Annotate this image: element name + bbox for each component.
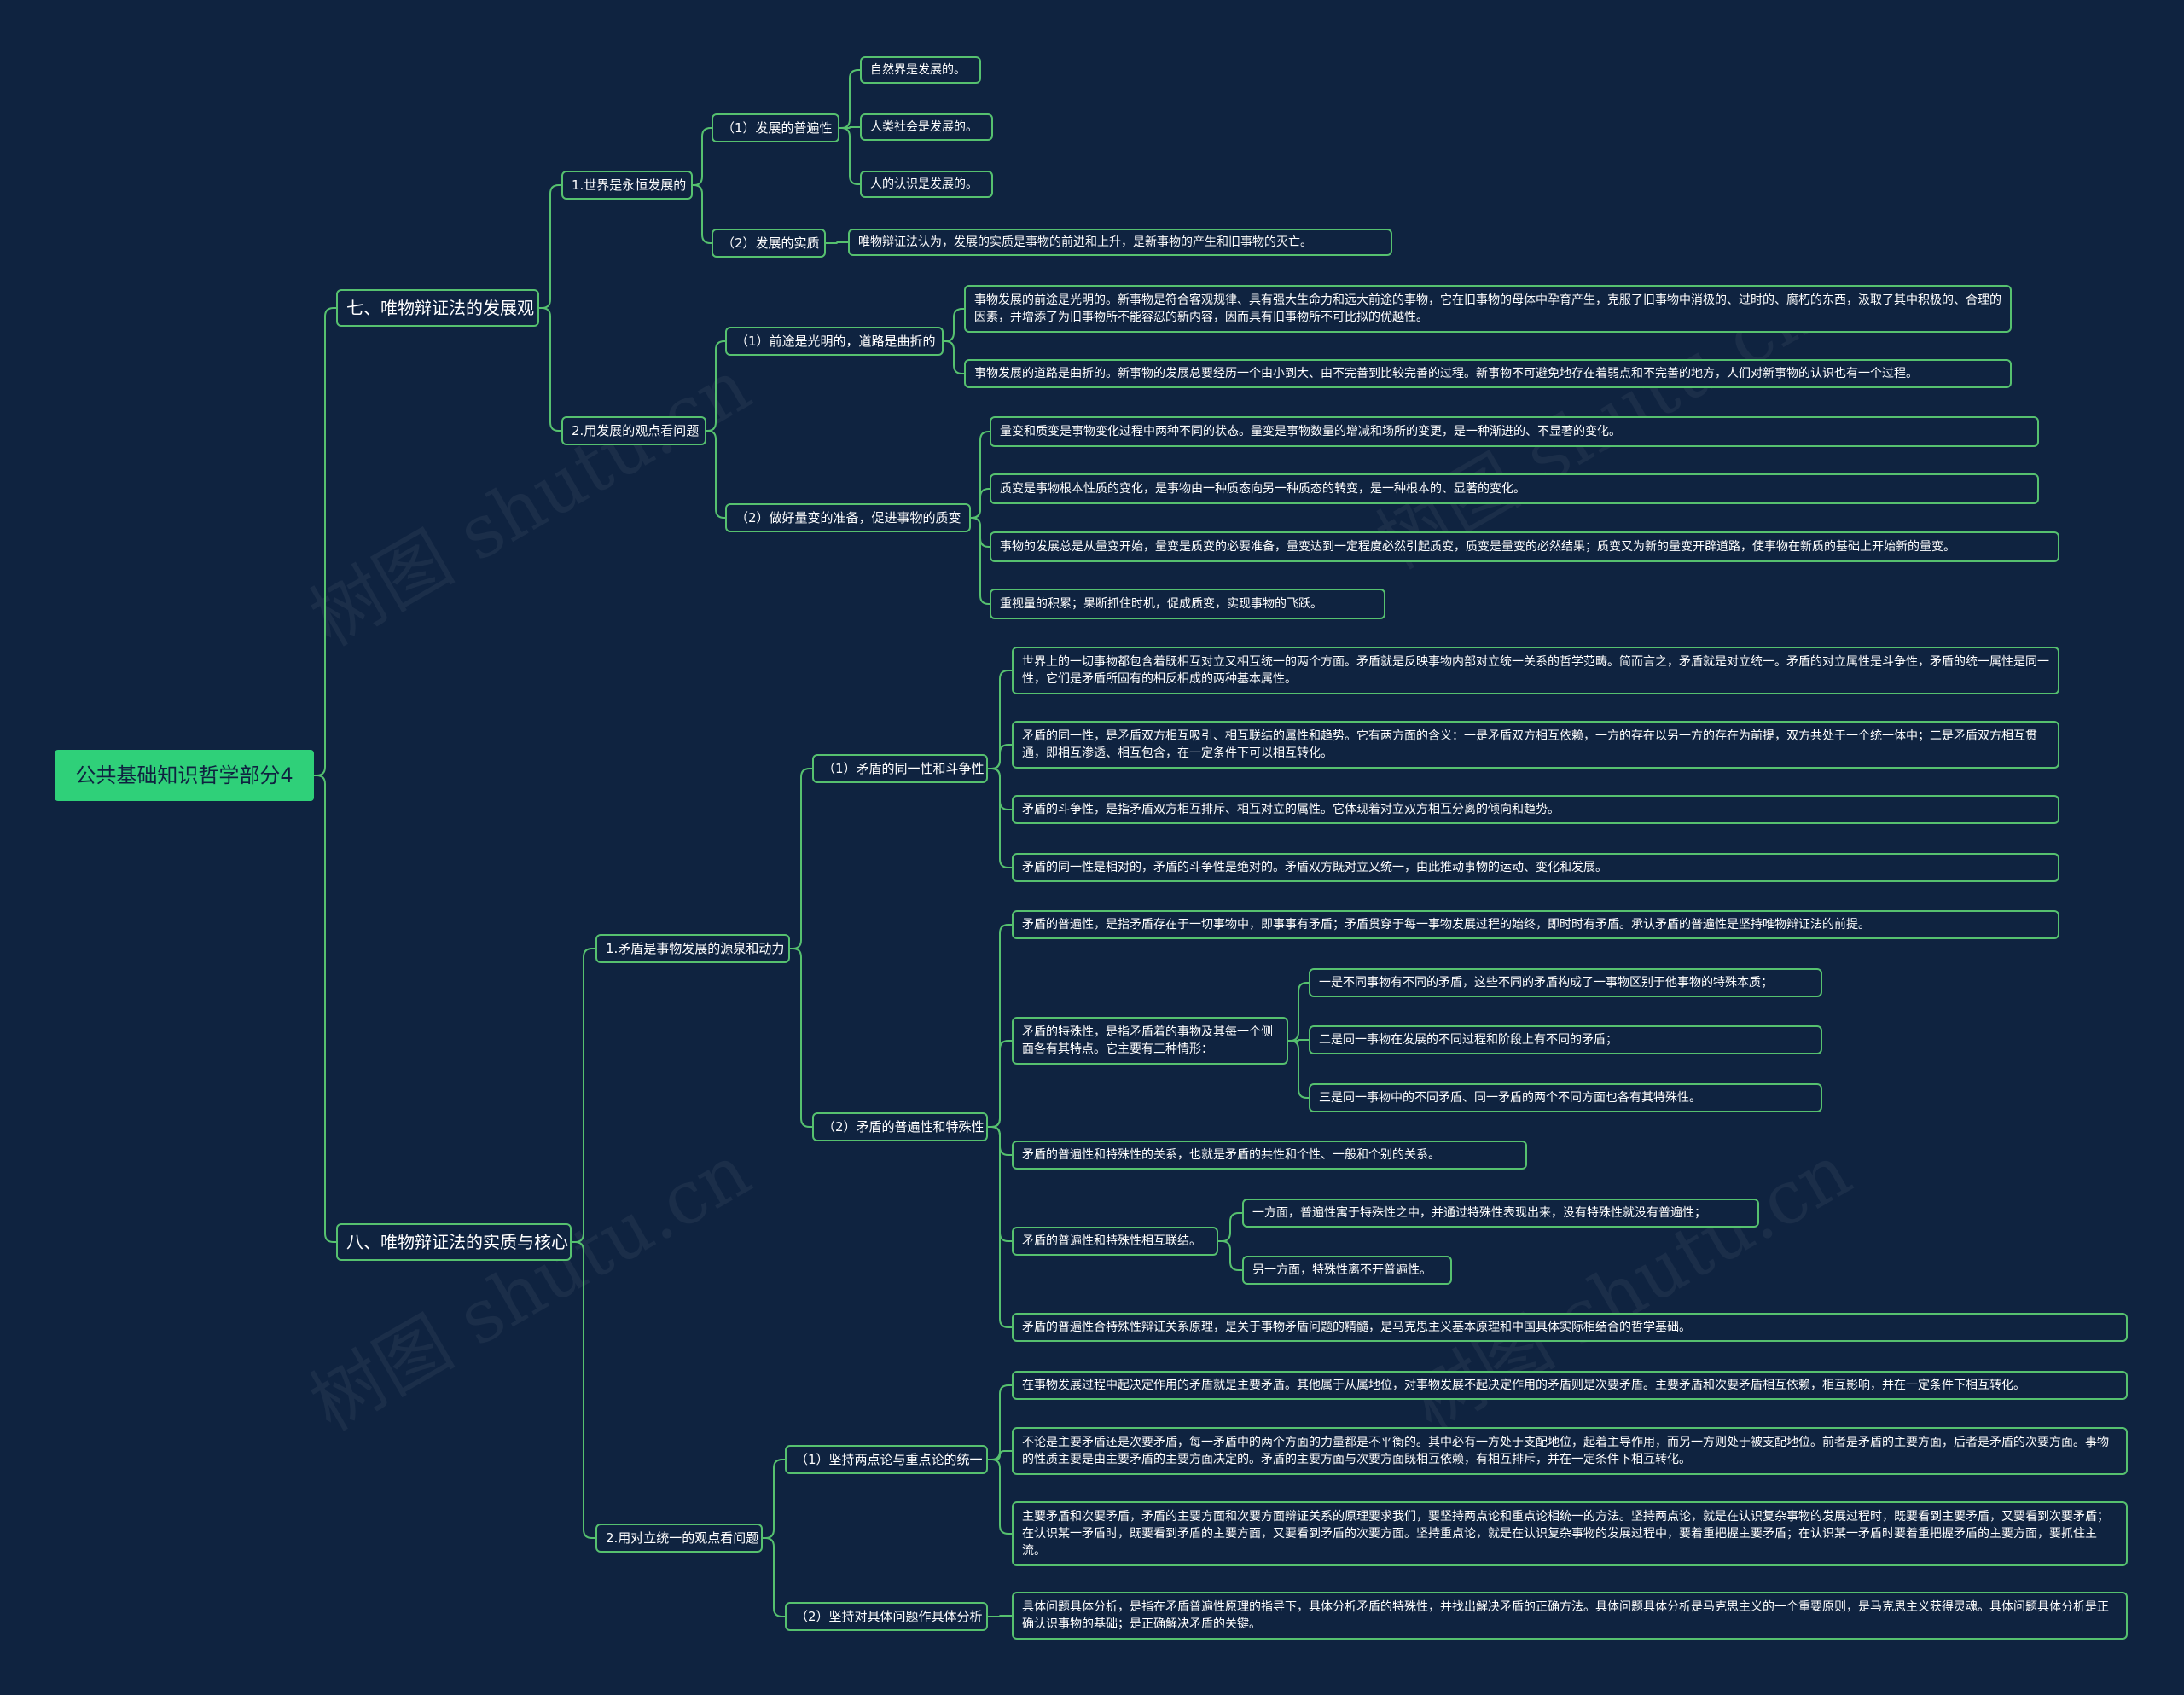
connector-line <box>839 127 860 185</box>
connector-line <box>988 768 1012 868</box>
connector-line <box>988 768 1012 810</box>
connector-line <box>944 340 964 374</box>
leaf-node[interactable]: 自然界是发展的。 <box>860 56 981 84</box>
connector-line <box>1288 1039 1309 1042</box>
leaf-node[interactable]: 具体问题具体分析，是指在矛盾普遍性原理的指导下，具体分析矛盾的特殊性，并找出解决… <box>1012 1592 2128 1640</box>
connector-line <box>988 670 1012 769</box>
connector-line <box>971 517 990 605</box>
leaf-node[interactable]: 质变是事物根本性质的变化，是事物由一种质态向另一种质态的转变，是一种根本的、显著… <box>990 473 2039 504</box>
s7-p2-sub1-node[interactable]: （1）前途是光明的，道路是曲折的 <box>725 327 944 356</box>
leaf-node[interactable]: 矛盾的普遍性，是指矛盾存在于一切事物中，即事事有矛盾；矛盾贯穿于每一事物发展过程… <box>1012 910 2059 939</box>
leaf-node[interactable]: 唯物辩证法认为，发展的实质是事物的前进和上升，是新事物的产生和旧事物的灭亡。 <box>848 229 1392 256</box>
connector-line <box>314 307 336 776</box>
leaf-node[interactable]: 矛盾的普遍性合特殊性辩证关系原理，是关于事物矛盾问题的精髓，是马克思主义基本原理… <box>1012 1313 2128 1342</box>
connector-line <box>314 775 336 1243</box>
connector-line <box>763 1537 785 1617</box>
leaf-node[interactable]: 三是同一事物中的不同矛盾、同一矛盾的两个不同方面也各有其特殊性。 <box>1309 1083 1822 1112</box>
s8-p1-sub1-node[interactable]: （1）矛盾的同一性和斗争性 <box>812 754 988 783</box>
leaf-node[interactable]: 人类社会是发展的。 <box>860 113 993 141</box>
leaf-node[interactable]: 二是同一事物在发展的不同过程和阶段上有不同的矛盾； <box>1309 1025 1822 1054</box>
watermark: 树图 shutu.cn <box>296 1128 764 1448</box>
leaf-node[interactable]: 一是不同事物有不同的矛盾，这些不同的矛盾构成了一事物区别于他事物的特殊本质； <box>1309 968 1822 997</box>
connector-line <box>790 948 812 1128</box>
connector-line <box>988 1615 1012 1617</box>
leaf-node[interactable]: 矛盾的斗争性，是指矛盾双方相互排斥、相互对立的属性。它体现着对立双方相互分离的倾… <box>1012 795 2059 824</box>
leaf-node[interactable]: 量变和质变是事物变化过程中两种不同的状态。量变是事物数量的增减和场所的变更，是一… <box>990 416 2039 447</box>
leaf-node[interactable]: 事物发展的前途是光明的。新事物是符合客观规律、具有强大生命力和远大前途的事物，它… <box>964 285 2012 333</box>
connector-line <box>693 184 712 244</box>
connector-line <box>1218 1240 1242 1271</box>
connector-line <box>988 1126 1012 1242</box>
s8-point1-node[interactable]: 1.矛盾是事物发展的源泉和动力 <box>595 934 790 963</box>
leaf-node[interactable]: 主要矛盾和次要矛盾，矛盾的主要方面和次要方面辩证关系的原理要求我们，要坚持两点论… <box>1012 1501 2128 1566</box>
s7-p1-sub2-node[interactable]: （2）发展的实质 <box>712 229 826 258</box>
section-8-node[interactable]: 八、唯物辩证法的实质与核心 <box>336 1223 572 1261</box>
leaf-node[interactable]: 人的认识是发展的。 <box>860 171 993 198</box>
connector-line <box>826 241 848 244</box>
connector-line <box>988 1384 1012 1460</box>
connector-line <box>988 1126 1012 1328</box>
s7-point1-node[interactable]: 1.世界是永恒发展的 <box>561 171 693 200</box>
connector-line <box>539 307 561 432</box>
section-7-node[interactable]: 七、唯物辩证法的发展观 <box>336 289 539 327</box>
connector-line <box>763 1459 785 1539</box>
connector-line <box>539 184 561 309</box>
connector-line <box>839 69 860 129</box>
connector-line <box>790 768 812 949</box>
leaf-node[interactable]: 矛盾的普遍性和特殊性的关系，也就是矛盾的共性和个性、一般和个别的关系。 <box>1012 1141 1527 1170</box>
s7-p1-sub1-node[interactable]: （1）发展的普遍性 <box>712 113 839 142</box>
s8-p2-sub2-node[interactable]: （2）坚持对具体问题作具体分析 <box>785 1602 988 1631</box>
s8-point2-node[interactable]: 2.用对立统一的观点看问题 <box>595 1524 763 1553</box>
leaf-node[interactable]: 矛盾的普遍性和特殊性相互联结。 <box>1012 1227 1218 1256</box>
connector-line <box>693 127 712 186</box>
connector-line <box>1288 982 1309 1042</box>
leaf-node[interactable]: 矛盾的特殊性，是指矛盾着的事物及其每一个侧面各有其特点。它主要有三种情形： <box>1012 1017 1288 1065</box>
connector-line <box>971 431 990 519</box>
connector-line <box>1218 1212 1242 1242</box>
leaf-node[interactable]: 一方面，普遍性寓于特殊性之中，并通过特殊性表现出来，没有特殊性就没有普遍性； <box>1242 1199 1759 1228</box>
leaf-node[interactable]: 事物发展的道路是曲折的。新事物的发展总要经历一个由小到大、由不完善到比较完善的过… <box>964 359 2012 388</box>
leaf-node[interactable]: 在事物发展过程中起决定作用的矛盾就是主要矛盾。其他属于从属地位，对事物发展不起决… <box>1012 1371 2128 1400</box>
connector-line <box>988 1126 1012 1156</box>
s8-p1-sub2-node[interactable]: （2）矛盾的普遍性和特殊性 <box>812 1112 988 1141</box>
leaf-node[interactable]: 矛盾的同一性是相对的，矛盾的斗争性是绝对的。矛盾双方既对立又统一，由此推动事物的… <box>1012 853 2059 882</box>
connector-line <box>988 1450 1012 1460</box>
connector-line <box>971 488 990 519</box>
connector-line <box>988 744 1012 769</box>
root-node[interactable]: 公共基础知识哲学部分4 <box>55 750 314 801</box>
connector-line <box>988 1040 1012 1128</box>
s7-point2-node[interactable]: 2.用发展的观点看问题 <box>561 416 706 445</box>
connector-line <box>944 308 964 342</box>
connector-line <box>1288 1040 1309 1099</box>
connector-line <box>988 924 1012 1128</box>
leaf-node[interactable]: 不论是主要矛盾还是次要矛盾，每一矛盾中的两个方面的力量都是不平衡的。其中必有一方… <box>1012 1427 2128 1475</box>
leaf-node[interactable]: 事物的发展总是从量变开始，量变是质变的必要准备，量变达到一定程度必然引起质变，质… <box>990 531 2059 562</box>
leaf-node[interactable]: 矛盾的同一性，是矛盾双方相互吸引、相互联结的属性和趋势。它有两方面的含义：一是矛… <box>1012 721 2059 769</box>
connector-line <box>839 126 860 129</box>
connector-line <box>988 1459 1012 1535</box>
leaf-node[interactable]: 重视量的积累；果断抓住时机，促成质变，实现事物的飞跃。 <box>990 589 1385 619</box>
leaf-node[interactable]: 世界上的一切事物都包含着既相互对立又相互统一的两个方面。矛盾就是反映事物内部对立… <box>1012 647 2059 694</box>
s8-p2-sub1-node[interactable]: （1）坚持两点论与重点论的统一 <box>785 1445 988 1474</box>
s7-p2-sub2-node[interactable]: （2）做好量变的准备，促进事物的质变 <box>725 503 971 532</box>
connector-line <box>971 517 990 548</box>
watermark: 树图 shutu.cn <box>296 343 764 663</box>
leaf-node[interactable]: 另一方面，特殊性离不开普遍性。 <box>1242 1256 1452 1285</box>
